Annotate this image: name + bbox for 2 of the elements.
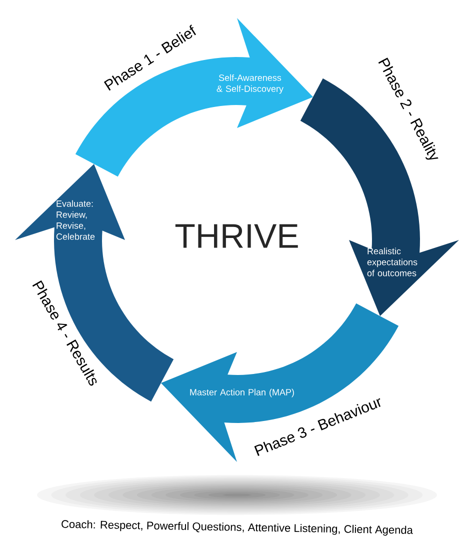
center-title: THRIVE bbox=[175, 224, 298, 248]
caption: Coach: Respect, Powerful Questions, Attentive Listening, Client Agenda bbox=[62, 520, 413, 536]
